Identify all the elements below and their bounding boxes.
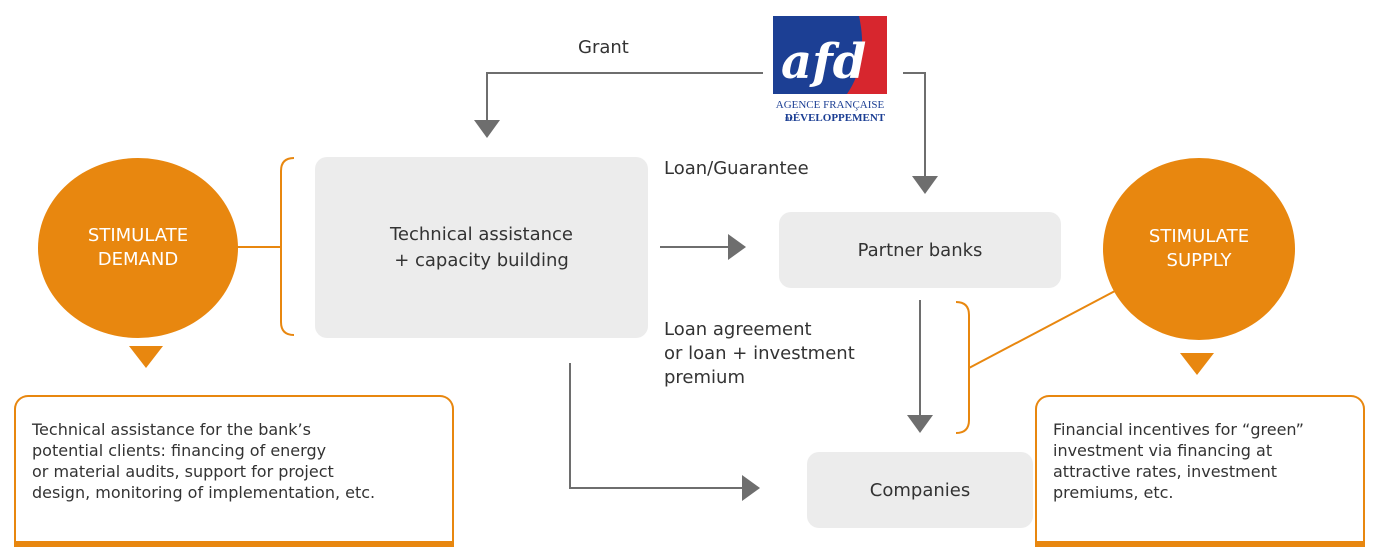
demand-pointer-triangle xyxy=(129,346,163,368)
stimulate-demand-line-1: STIMULATE xyxy=(87,225,189,246)
afd-logo: afd AGENCE FRANÇAISE DE DÉVELOPPEMENT xyxy=(763,14,893,126)
stimulate-demand-line-2: DEMAND xyxy=(97,249,179,270)
left-bracket xyxy=(280,157,295,336)
afd-logo-mark: afd AGENCE FRANÇAISE DE DÉVELOPPEMENT xyxy=(773,16,887,124)
grant-arrow-line xyxy=(486,72,763,120)
technical-assistance-box: Technical assistance + capacity building xyxy=(315,157,648,338)
demand-note: Technical assistance for the bank’s pote… xyxy=(14,395,454,547)
afd-logo-line2: DÉVELOPPEMENT xyxy=(785,112,886,124)
afd-logo-line1: AGENCE FRANÇAISE xyxy=(776,99,885,111)
stimulate-demand-circle: STIMULATE DEMAND xyxy=(38,158,238,338)
technical-assistance-line-1: Technical assistance xyxy=(389,223,573,245)
stimulate-supply-line-2: SUPPLY xyxy=(1166,250,1232,271)
loan-agreement-line-1: Loan agreement xyxy=(664,319,812,340)
supply-note-line-1: Financial incentives for “green” xyxy=(1053,420,1304,439)
afd-logo-letters: afd xyxy=(781,34,866,90)
grant-label: Grant xyxy=(578,37,629,58)
supply-note-line-4: premiums, etc. xyxy=(1053,483,1174,502)
ta-to-companies-line xyxy=(569,363,742,489)
stimulate-supply-line-1: STIMULATE xyxy=(1148,226,1250,247)
banks-to-companies-arrowhead xyxy=(907,415,933,433)
supply-connector xyxy=(968,281,1133,369)
ta-to-banks-arrowhead xyxy=(728,234,746,260)
demand-note-line-2: potential clients: financing of energy xyxy=(32,441,327,460)
demand-note-line-4: design, monitoring of implementation, et… xyxy=(32,483,376,502)
loan-agreement-label: Loan agreement or loan + investment prem… xyxy=(664,318,855,390)
loan-agreement-line-2: or loan + investment xyxy=(664,343,855,364)
partner-banks-label: Partner banks xyxy=(857,239,983,261)
companies-box: Companies xyxy=(807,452,1033,528)
ta-to-companies-arrowhead xyxy=(742,475,760,501)
technical-assistance-line-2: + capacity building xyxy=(394,249,569,271)
companies-label: Companies xyxy=(869,479,971,501)
grant-arrowhead xyxy=(474,120,500,138)
supply-note-line-3: attractive rates, investment xyxy=(1053,462,1278,481)
supply-pointer-triangle xyxy=(1180,353,1214,375)
right-bracket xyxy=(955,301,970,434)
loan-agreement-line-3: premium xyxy=(664,367,745,388)
loan-arrowhead xyxy=(912,176,938,194)
demand-note-line-3: or material audits, support for project xyxy=(32,462,334,481)
supply-note: Financial incentives for “green” investm… xyxy=(1035,395,1365,547)
partner-banks-box: Partner banks xyxy=(779,212,1061,288)
stimulate-supply-circle: STIMULATE SUPPLY xyxy=(1103,158,1295,340)
supply-note-line-2: investment via financing at xyxy=(1053,441,1273,460)
loan-guarantee-label: Loan/Guarantee xyxy=(664,158,809,179)
demand-note-line-1: Technical assistance for the bank’s xyxy=(32,420,311,439)
loan-arrow-line xyxy=(903,72,926,176)
afd-logo-line2-prefix: DE xyxy=(785,117,793,123)
